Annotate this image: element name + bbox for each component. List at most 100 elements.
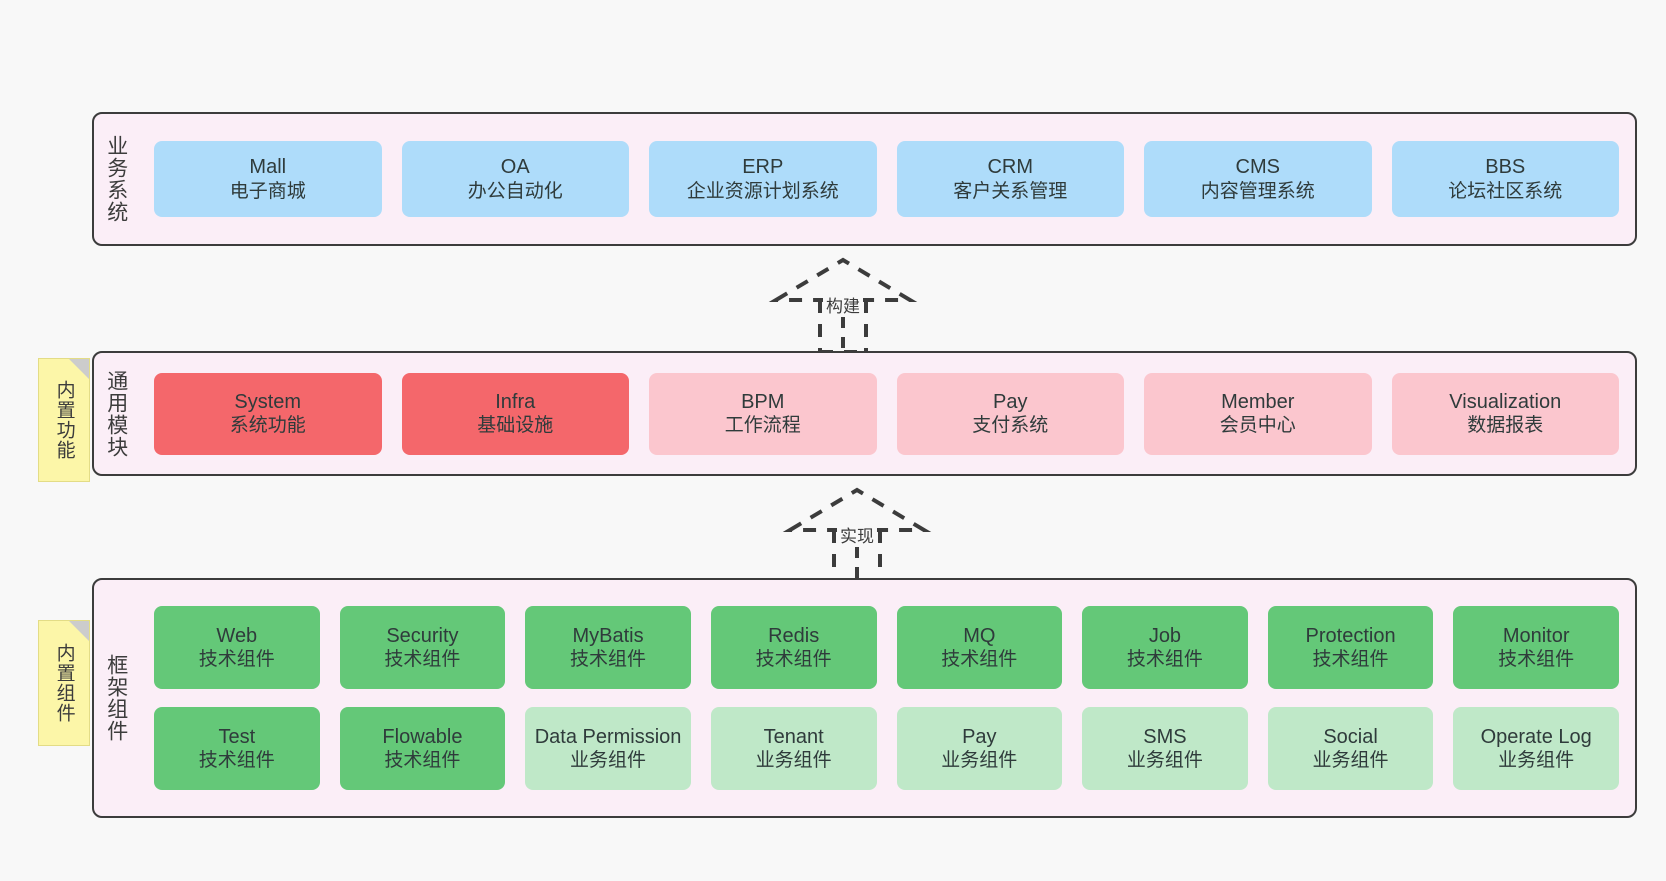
box-title: Pay: [993, 390, 1028, 413]
layer-body-business: Mall 电子商城 OA 办公自动化 ERP 企业资源计划系统 CRM 客户关系…: [138, 114, 1635, 244]
module-box-bpm[interactable]: BPM 工作流程: [649, 372, 877, 455]
box-title: Tenant: [763, 725, 824, 748]
note-builtin-functions: 内置功能: [38, 358, 90, 482]
framework-box-operate-log[interactable]: Operate Log 业务组件: [1453, 707, 1619, 790]
box-subtitle: 技术组件: [1498, 649, 1575, 671]
box-title: BPM: [741, 390, 785, 413]
box-title: Mall: [249, 156, 287, 179]
framework-row-2: Test 技术组件 Flowable 技术组件 Data Permission …: [154, 707, 1619, 790]
business-box-erp[interactable]: ERP 企业资源计划系统: [649, 141, 877, 217]
box-subtitle: 电子商城: [229, 180, 306, 202]
framework-box-job[interactable]: Job 技术组件: [1082, 606, 1248, 689]
box-subtitle: 支付系统: [972, 415, 1049, 437]
box-subtitle: 业务组件: [1312, 750, 1389, 772]
box-title: Infra: [495, 390, 536, 413]
box-title: Social: [1323, 725, 1378, 748]
box-subtitle: 技术组件: [1312, 649, 1389, 671]
framework-box-social[interactable]: Social 业务组件: [1267, 707, 1434, 790]
box-subtitle: 业务组件: [755, 750, 832, 772]
framework-box-sms[interactable]: SMS 业务组件: [1082, 707, 1248, 790]
box-title: CRM: [987, 156, 1034, 179]
common-modules-row: System 系统功能 Infra 基础设施 BPM 工作流程 Pay 支付系统…: [154, 372, 1619, 455]
box-title: Redis: [768, 624, 820, 647]
module-box-member[interactable]: Member 会员中心: [1144, 372, 1372, 455]
box-title: Data Permission: [534, 725, 682, 748]
box-title: Web: [216, 624, 258, 647]
framework-box-redis[interactable]: Redis 技术组件: [710, 606, 877, 689]
framework-box-pay[interactable]: Pay 业务组件: [896, 707, 1063, 790]
layer-body-modules: System 系统功能 Infra 基础设施 BPM 工作流程 Pay 支付系统…: [138, 353, 1635, 474]
framework-box-flowable[interactable]: Flowable 技术组件: [339, 707, 506, 790]
connector-implement: 实现: [772, 486, 942, 586]
module-box-infra[interactable]: Infra 基础设施: [401, 372, 629, 455]
connector-build-label: 构建: [823, 292, 863, 317]
framework-box-security[interactable]: Security 技术组件: [339, 606, 506, 689]
layer-title-framework: 框架组件: [104, 654, 128, 742]
box-subtitle: 业务组件: [570, 750, 647, 772]
box-subtitle: 办公自动化: [467, 180, 563, 202]
box-subtitle: 技术组件: [941, 649, 1018, 671]
layer-title-modules: 通用模块: [104, 369, 128, 458]
framework-box-data-permission[interactable]: Data Permission 业务组件: [525, 707, 691, 790]
connector-implement-label: 实现: [837, 522, 877, 547]
box-title: Member: [1221, 390, 1295, 413]
business-box-mall[interactable]: Mall 电子商城: [154, 141, 382, 217]
box-subtitle: 技术组件: [198, 649, 275, 671]
business-system-row: Mall 电子商城 OA 办公自动化 ERP 企业资源计划系统 CRM 客户关系…: [154, 141, 1619, 217]
business-box-crm[interactable]: CRM 客户关系管理: [896, 141, 1124, 217]
layer-common-modules: 通用模块 System 系统功能 Infra 基础设施 BPM 工作流程 Pay: [92, 351, 1637, 476]
framework-box-tenant[interactable]: Tenant 业务组件: [710, 707, 877, 790]
box-title: SMS: [1143, 725, 1187, 748]
layer-title-business: 业务系统: [104, 135, 128, 223]
box-title: Protection: [1305, 624, 1396, 647]
box-subtitle: 技术组件: [384, 649, 461, 671]
box-subtitle: 业务组件: [1498, 750, 1575, 772]
note-builtin-components: 内置组件: [38, 620, 90, 746]
business-box-cms[interactable]: CMS 内容管理系统: [1144, 141, 1372, 217]
framework-box-test[interactable]: Test 技术组件: [154, 707, 320, 790]
box-title: System: [234, 390, 302, 413]
box-subtitle: 企业资源计划系统: [686, 180, 839, 202]
layer-body-framework: Web 技术组件 Security 技术组件 MyBatis 技术组件 Redi…: [138, 580, 1635, 816]
framework-box-monitor[interactable]: Monitor 技术组件: [1453, 606, 1619, 689]
box-title: Monitor: [1502, 624, 1570, 647]
box-title: OA: [500, 156, 530, 179]
box-subtitle: 技术组件: [1126, 649, 1203, 671]
box-title: Visualization: [1449, 390, 1562, 413]
framework-row-1: Web 技术组件 Security 技术组件 MyBatis 技术组件 Redi…: [154, 606, 1619, 689]
business-box-oa[interactable]: OA 办公自动化: [401, 141, 629, 217]
layer-business-system: 业务系统 Mall 电子商城 OA 办公自动化 ERP 企业资源计划系统 CRM: [92, 112, 1637, 246]
box-title: CMS: [1235, 156, 1280, 179]
box-subtitle: 论坛社区系统: [1448, 180, 1563, 202]
box-subtitle: 技术组件: [384, 750, 461, 772]
box-title: MQ: [963, 624, 996, 647]
box-subtitle: 数据报表: [1467, 415, 1544, 437]
box-title: MyBatis: [572, 624, 644, 647]
connector-build: 构建: [758, 256, 928, 356]
box-title: Security: [386, 624, 459, 647]
box-subtitle: 基础设施: [477, 415, 554, 437]
box-subtitle: 业务组件: [941, 750, 1018, 772]
framework-box-protection[interactable]: Protection 技术组件: [1267, 606, 1434, 689]
framework-box-web[interactable]: Web 技术组件: [154, 606, 320, 689]
box-subtitle: 客户关系管理: [953, 180, 1068, 202]
box-subtitle: 内容管理系统: [1200, 180, 1315, 202]
module-box-system[interactable]: System 系统功能: [154, 372, 382, 455]
box-title: Pay: [962, 725, 997, 748]
box-title: Job: [1148, 624, 1182, 647]
framework-box-mybatis[interactable]: MyBatis 技术组件: [525, 606, 691, 689]
box-subtitle: 系统功能: [229, 415, 306, 437]
module-box-visualization[interactable]: Visualization 数据报表: [1391, 372, 1619, 455]
box-title: Test: [218, 725, 256, 748]
box-title: BBS: [1485, 156, 1526, 179]
box-subtitle: 会员中心: [1219, 415, 1296, 437]
framework-box-mq[interactable]: MQ 技术组件: [896, 606, 1063, 689]
layer-framework-components: 框架组件 Web 技术组件 Security 技术组件 MyBatis 技术组件…: [92, 578, 1637, 818]
box-subtitle: 技术组件: [198, 750, 275, 772]
business-box-bbs[interactable]: BBS 论坛社区系统: [1391, 141, 1619, 217]
box-subtitle: 业务组件: [1126, 750, 1203, 772]
box-subtitle: 技术组件: [570, 649, 647, 671]
box-subtitle: 工作流程: [724, 415, 801, 437]
box-title: Flowable: [382, 725, 463, 748]
module-box-pay[interactable]: Pay 支付系统: [896, 372, 1124, 455]
